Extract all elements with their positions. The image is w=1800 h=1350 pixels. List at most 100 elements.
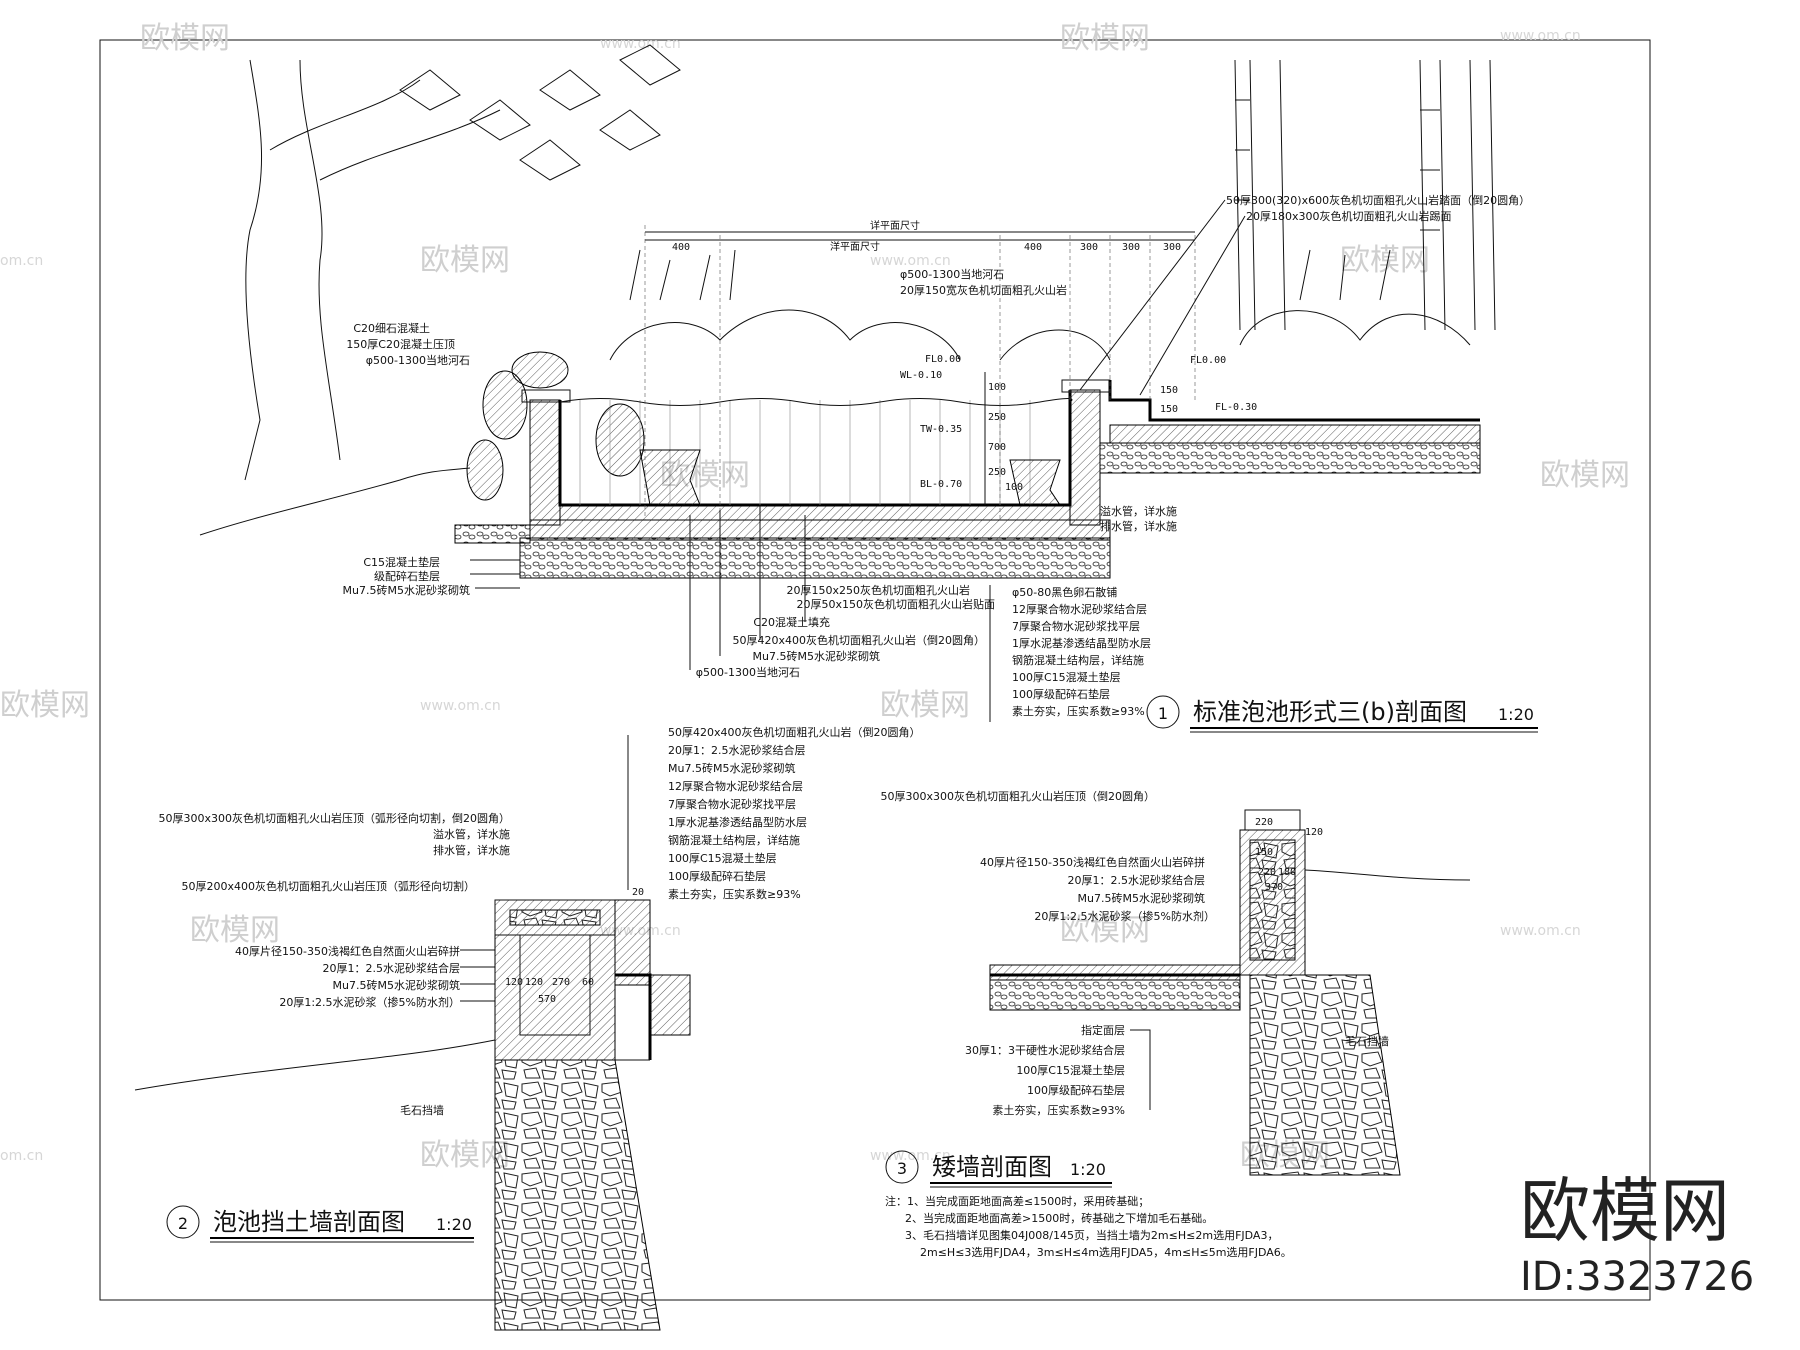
dim-label: 120 xyxy=(1305,827,1323,838)
note-label: 毛石挡墙 xyxy=(400,1103,444,1117)
note-label: Mu7.5砖M5水泥砂浆砌筑 xyxy=(343,583,470,597)
watermark: 欧模网 xyxy=(140,21,230,56)
note-label: C15混凝土垫层 xyxy=(363,555,440,569)
note-label: 50厚300x300灰色机切面粗孔火山岩压顶（倒20圆角） xyxy=(881,789,1156,803)
note-label: φ500-1300当地河石 xyxy=(366,353,470,367)
dim-label: 270 xyxy=(552,977,570,988)
note-label: 100厚级配碎石垫层 xyxy=(1012,687,1110,701)
dim-chain-top: 详平面尺寸 400 洋平面尺寸 400 300 300 300 xyxy=(644,219,1196,520)
brand-id: ID:3323726 xyxy=(1520,1254,1754,1300)
watermark-url: www.om.cn xyxy=(1500,28,1581,44)
watermark-url: www.om.cn xyxy=(600,36,681,52)
note-label: 100厚级配碎石垫层 xyxy=(668,869,766,883)
level-label: FL-0.30 xyxy=(1215,402,1257,413)
notes-bottom-center: 20厚150x250灰色机切面粗孔火山岩 20厚50x150灰色机切面粗孔火山岩… xyxy=(689,505,996,679)
dim-overall: 详平面尺寸 xyxy=(870,219,920,232)
section-title: 泡池挡土墙剖面图 xyxy=(213,1208,405,1236)
dim-label: 300 xyxy=(1122,242,1140,253)
retaining-wall: 120 120 270 60 570 20 毛石挡墙 xyxy=(134,887,691,1331)
dim-label: 400 xyxy=(672,242,690,253)
dim-label: 120 xyxy=(505,977,523,988)
watermark: 欧模网 xyxy=(190,913,280,948)
note-label: 50厚300(320)x600灰色机切面粗孔火山岩踏面（倒20圆角） xyxy=(1226,193,1530,207)
note-label: Mu7.5砖M5水泥砂浆砌筑 xyxy=(1078,891,1205,905)
low-wall: 150 220 180 370 120 220 xyxy=(989,809,1471,1176)
watermark: 欧模网 xyxy=(1540,458,1630,493)
note-label: 100厚C15混凝土垫层 xyxy=(1016,1063,1125,1077)
section-scale: 1:20 xyxy=(1498,705,1534,724)
note-label: C20混凝土填充 xyxy=(753,615,830,629)
watermark-url-short: om.cn xyxy=(0,253,43,269)
brand-block: 欧模网 ID:3323726 xyxy=(1520,1170,1754,1300)
note-label: 钢筋混凝土结构层，详结施 xyxy=(1012,653,1144,667)
note-label: 20厚1：2.5水泥砂浆结合层 xyxy=(668,743,806,757)
section-scale: 1:20 xyxy=(436,1215,472,1234)
watermark-url: www.om.cn xyxy=(1500,923,1581,939)
footnote: 2m≤H≤3选用FJDA4，3m≤H≤4m选用FJDA5，4m≤H≤5m选用FJ… xyxy=(920,1246,1292,1259)
note-label: 排水管，详水施 xyxy=(433,843,510,857)
note-label: 7厚聚合物水泥砂浆找平层 xyxy=(668,797,796,811)
level-label: FL0.00 xyxy=(1190,355,1226,366)
section-number: 1 xyxy=(1158,704,1168,723)
dim-label: 洋平面尺寸 xyxy=(830,240,880,253)
watermark-url: www.om.cn xyxy=(870,1148,951,1164)
level-marks: FL0.00 WL-0.10 TW-0.35 BL-0.70 FL0.00 FL… xyxy=(900,354,1257,505)
note-label: φ50-80黑色卵石散铺 xyxy=(1012,585,1117,599)
note-label: C20细石混凝土 xyxy=(353,321,430,335)
dim-label: 150 xyxy=(1255,847,1273,858)
pool-structure xyxy=(199,379,1481,579)
note-label: φ500-1300当地河石 xyxy=(696,665,800,679)
note-label: 20厚150宽灰色机切面粗孔火山岩 xyxy=(900,283,1067,297)
note-label: 排水管，详水施 xyxy=(1100,519,1177,533)
note-label: 溢水管，详水施 xyxy=(1100,504,1177,518)
note-label: 级配碎石垫层 xyxy=(374,569,440,583)
watermark: 欧模网 xyxy=(880,688,970,723)
watermark-url: www.om.cn xyxy=(870,253,951,269)
watermark-url: www.om.cn xyxy=(420,698,501,714)
dim-label: 20 xyxy=(632,887,644,898)
dim-label: 400 xyxy=(1024,242,1042,253)
footnotes: 注：1、当完成面距地面高差≤1500时，采用砖基础； 2、当完成面距地面高差>1… xyxy=(885,1194,1292,1259)
note-label: 12厚聚合物水泥砂浆结合层 xyxy=(1012,602,1147,616)
dim-label: 300 xyxy=(1163,242,1181,253)
level-label: WL-0.10 xyxy=(900,370,942,381)
note-label: Mu7.5砖M5水泥砂浆砌筑 xyxy=(668,761,795,775)
notes-top-s2: 50厚420x400灰色机切面粗孔火山岩（倒20圆角） 20厚1：2.5水泥砂浆… xyxy=(668,725,921,901)
section-title: 标准泡池形式三(b)剖面图 xyxy=(1193,698,1467,726)
note-label: 毛石挡墙 xyxy=(1345,1034,1389,1048)
notes-top: φ500-1300当地河石 20厚150宽灰色机切面粗孔火山岩 50厚300(3… xyxy=(900,193,1530,396)
note-label: 20厚1：2.5水泥砂浆结合层 xyxy=(323,961,461,975)
dim-label: 300 xyxy=(1080,242,1098,253)
note-label: 20厚150x250灰色机切面粗孔火山岩 xyxy=(787,583,971,597)
section-number: 3 xyxy=(897,1159,907,1178)
section-2-drawing: 50厚420x400灰色机切面粗孔火山岩（倒20圆角） 20厚1：2.5水泥砂浆… xyxy=(134,725,921,1331)
section-3-title: 3 矮墙剖面图 1:20 xyxy=(885,1150,1112,1188)
note-label: 素土夯实，压实系数≥93% xyxy=(668,887,801,901)
section-scale: 1:20 xyxy=(1070,1160,1106,1179)
footnote: 3、毛石挡墙详见图集04J008/145页，当挡土墙为2m≤H≤2m选用FJDA… xyxy=(905,1228,1278,1242)
vert-dim: 250 xyxy=(988,467,1006,478)
section-2-title: 2 泡池挡土墙剖面图 1:20 xyxy=(166,1205,474,1243)
note-label: 20厚50x150灰色机切面粗孔火山岩贴面 xyxy=(797,597,996,611)
rock-shrubs xyxy=(609,249,1471,361)
level-label: TW-0.35 xyxy=(920,424,962,435)
note-label: 40厚片径150-350浅褐红色自然面火山岩碎拼 xyxy=(980,855,1205,869)
notes-left-s3: 50厚300x300灰色机切面粗孔火山岩压顶（倒20圆角） 40厚片径150-3… xyxy=(881,789,1216,923)
vert-dim: 100 xyxy=(1005,482,1023,493)
vert-dim: 250 xyxy=(988,412,1006,423)
note-label: 素土夯实，压实系数≥93% xyxy=(992,1103,1125,1117)
notes-right: 溢水管，详水施 排水管，详水施 xyxy=(1100,504,1177,533)
bamboo-sketch xyxy=(1234,59,1496,331)
footnote: 2、当完成面距地面高差>1500时，砖基础之下增加毛石基础。 xyxy=(905,1211,1213,1225)
vert-dim: 150 xyxy=(1160,385,1178,396)
watermark: 欧模网 xyxy=(0,688,90,723)
notes-left: C20细石混凝土 150厚C20混凝土压顶 φ500-1300当地河石 C15混… xyxy=(343,321,520,597)
level-label: BL-0.70 xyxy=(920,479,962,490)
note-label: 20厚180x300灰色机切面粗孔火山岩踢面 xyxy=(1246,209,1452,223)
note-label: 50厚420x400灰色机切面粗孔火山岩（倒20圆角） xyxy=(668,725,921,739)
section-1-drawing: 详平面尺寸 400 洋平面尺寸 400 300 300 300 FL0.00 W… xyxy=(199,44,1538,733)
note-label: Mu7.5砖M5水泥砂浆砌筑 xyxy=(333,978,460,992)
tree-sketch xyxy=(244,44,681,481)
note-label: 20厚1:2.5水泥砂浆（掺5%防水剂） xyxy=(279,995,460,1009)
